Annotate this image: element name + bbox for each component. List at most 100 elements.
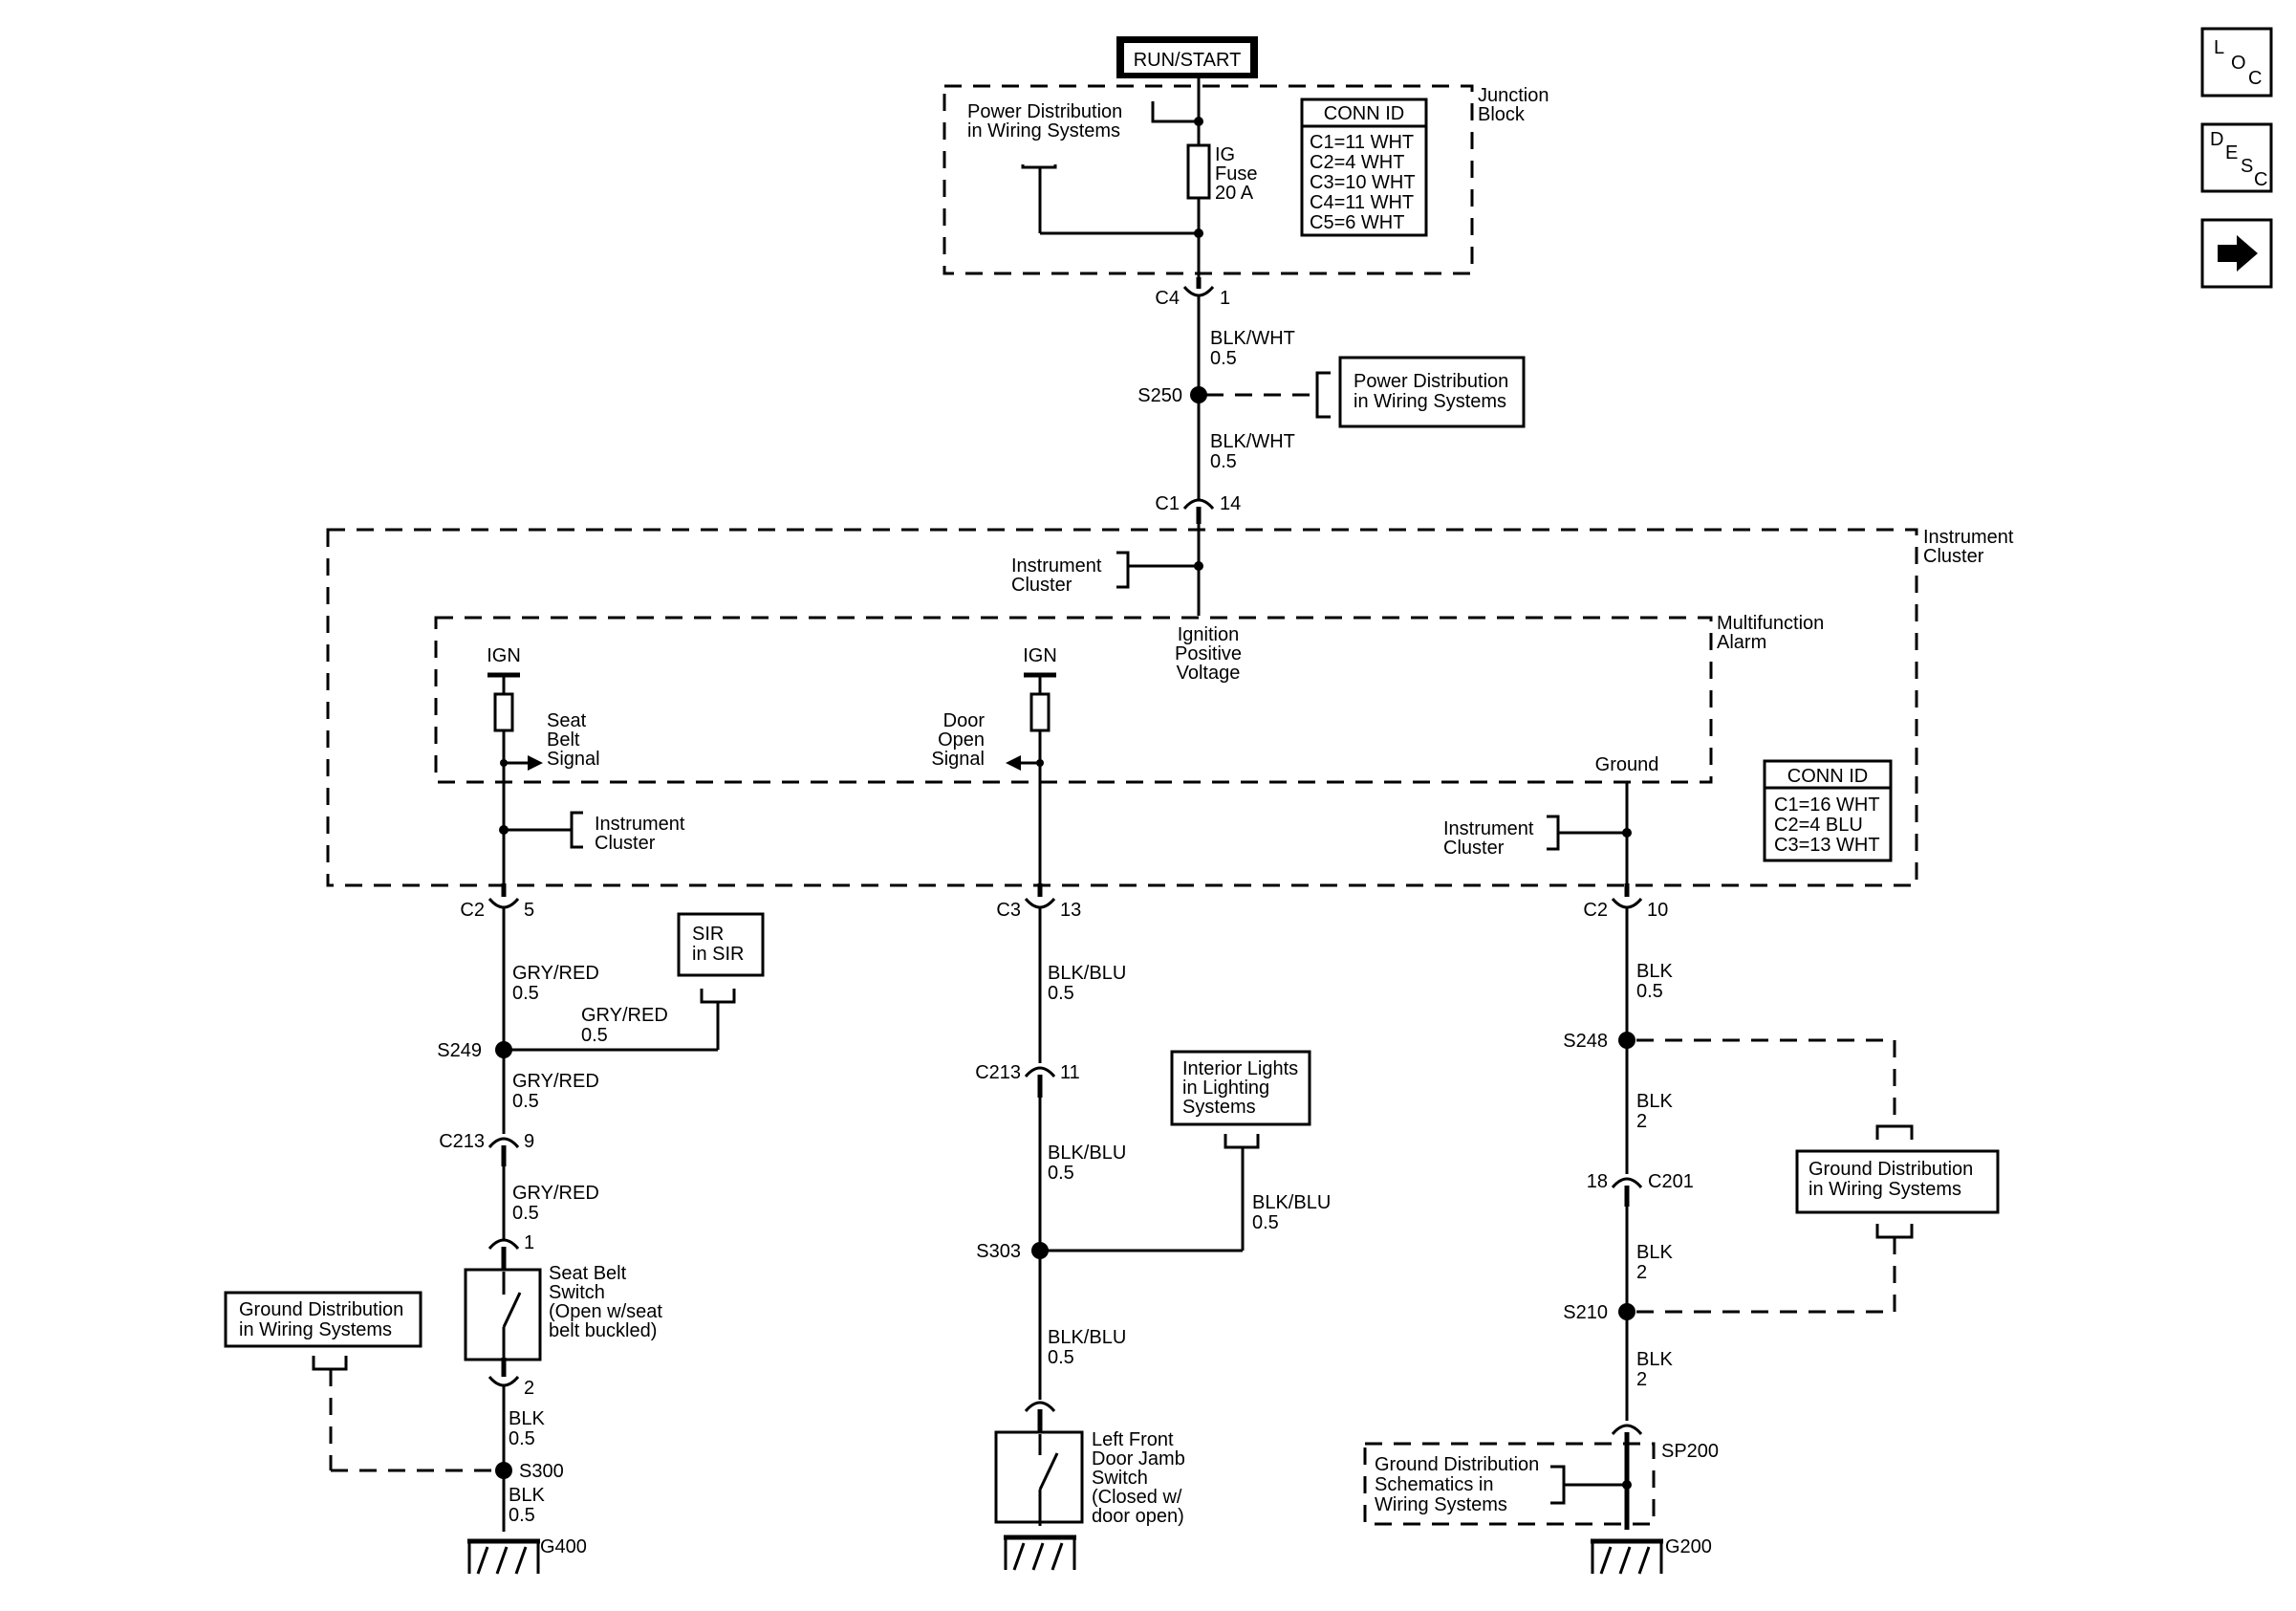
power-distribution-ref[interactable]: Power Distribution bbox=[967, 101, 1122, 122]
wire-size: 0.5 bbox=[1048, 1347, 1074, 1368]
instrument-cluster-ref-right-2[interactable]: Cluster bbox=[1443, 838, 1505, 859]
splice-s300 bbox=[495, 1462, 512, 1479]
power-distribution-ref-2[interactable]: in Wiring Systems bbox=[967, 120, 1120, 142]
wire-color: BLK/BLU bbox=[1048, 963, 1126, 984]
jb-conn-id-title: CONN ID bbox=[1324, 103, 1404, 124]
g400-label: G400 bbox=[540, 1536, 587, 1557]
c2-label: C2 bbox=[460, 900, 485, 921]
location-button[interactable]: L O C bbox=[2200, 27, 2273, 98]
jb-conn-id-row: C2=4 WHT bbox=[1310, 152, 1404, 173]
ic-conn-id-row: C2=4 BLU bbox=[1774, 815, 1863, 836]
s248-label: S248 bbox=[1563, 1031, 1608, 1052]
wire-color: BLK bbox=[509, 1485, 545, 1506]
junction-block-label-2: Block bbox=[1478, 104, 1526, 125]
wire-color: BLK bbox=[1636, 1091, 1673, 1112]
door-open-signal-arrow-icon bbox=[1006, 755, 1021, 771]
wire-color: GRY/RED bbox=[512, 1071, 599, 1092]
connector-c2-pin10 bbox=[1611, 898, 1643, 909]
connector-c3-pin13 bbox=[1024, 898, 1056, 909]
instrument-cluster-boundary bbox=[326, 528, 1918, 887]
svg-text:L: L bbox=[2214, 37, 2224, 58]
door-open-signal-label-2: Open bbox=[938, 729, 985, 751]
seat-belt-switch-label-3: (Open w/seat bbox=[549, 1301, 662, 1322]
s250-power-distribution-ref[interactable] bbox=[1338, 356, 1526, 428]
interior-lights-ref-text: Interior Lights bbox=[1182, 1058, 1298, 1079]
c4-label: C4 bbox=[1155, 288, 1180, 309]
seat-belt-signal-label-3: Signal bbox=[547, 749, 600, 770]
multifunction-alarm-boundary bbox=[434, 616, 1713, 784]
right-ground-distribution-ref[interactable] bbox=[1795, 1149, 2000, 1214]
s250-label: S250 bbox=[1137, 385, 1182, 406]
sir-ref[interactable] bbox=[677, 912, 765, 977]
instrument-cluster-ref-left-2[interactable]: Cluster bbox=[595, 833, 656, 854]
ic-conn-id-row: C1=16 WHT bbox=[1774, 795, 1880, 816]
wire-color: BLK/WHT bbox=[1210, 431, 1295, 452]
switch-pin-bottom: 2 bbox=[524, 1378, 534, 1399]
multifunction-alarm: Multifunction Alarm Ignition Positive Vo… bbox=[434, 613, 1824, 889]
ignition-voltage-label: Ignition bbox=[1178, 624, 1240, 645]
wire-size: 2 bbox=[1636, 1111, 1647, 1132]
next-page-button[interactable] bbox=[2200, 218, 2273, 289]
door-open-signal-label-3: Signal bbox=[931, 749, 985, 770]
c201-label: C201 bbox=[1648, 1171, 1694, 1192]
location-icon[interactable] bbox=[2200, 27, 2273, 98]
connector-c201 bbox=[1611, 1177, 1643, 1188]
c201-pin: 18 bbox=[1587, 1171, 1608, 1192]
instrument-cluster-ref-top[interactable]: Instrument bbox=[1011, 555, 1102, 577]
connector-c213-pin11 bbox=[1024, 1066, 1056, 1078]
instrument-cluster-ref-top-2[interactable]: Cluster bbox=[1011, 575, 1072, 596]
ground-schematics-ref[interactable]: Ground Distribution bbox=[1375, 1454, 1539, 1475]
c4-pin: 1 bbox=[1220, 288, 1230, 309]
splice-s249 bbox=[495, 1041, 512, 1058]
instrument-cluster-ref-left[interactable]: Instrument bbox=[595, 814, 685, 835]
wire-color: GRY/RED bbox=[512, 963, 599, 984]
jb-conn-id-row: C5=6 WHT bbox=[1310, 212, 1404, 233]
wire-color: BLK/BLU bbox=[1252, 1192, 1331, 1213]
connector-c2-pin5 bbox=[487, 898, 520, 909]
svg-text:C: C bbox=[2254, 169, 2267, 190]
junction-block-label: Junction bbox=[1478, 85, 1549, 106]
door-jamb-switch-label-3: Switch bbox=[1092, 1468, 1148, 1489]
wire-size: 0.5 bbox=[1210, 348, 1237, 369]
instrument-cluster-ref-right[interactable]: Instrument bbox=[1443, 818, 1534, 839]
left-ground-distribution-ref[interactable] bbox=[224, 1291, 422, 1348]
ic-conn-id-table bbox=[1763, 759, 1893, 862]
door-jamb-switch-label-4: (Closed w/ bbox=[1092, 1487, 1182, 1508]
splice-pack-sp200 bbox=[1611, 1424, 1643, 1435]
description-icon[interactable] bbox=[2200, 122, 2273, 193]
run-start-power-source: RUN/START bbox=[1116, 36, 1258, 78]
left-circuit-seat-belt: C2 5 GRY/RED 0.5 SIR in SIR GRY/RED 0.5 … bbox=[224, 883, 765, 1575]
ground-schematics-ref-3[interactable]: Wiring Systems bbox=[1375, 1494, 1507, 1515]
door-jamb-ground-icon bbox=[1004, 1535, 1076, 1571]
c213-label: C213 bbox=[439, 1131, 485, 1152]
svg-text:O: O bbox=[2231, 53, 2246, 74]
c1-pin: 14 bbox=[1220, 493, 1241, 514]
wire-size: 0.5 bbox=[1636, 981, 1663, 1002]
junction-block-boundary bbox=[942, 84, 1474, 275]
seat-belt-switch-label-4: belt buckled) bbox=[549, 1320, 657, 1341]
c2-label: C2 bbox=[1583, 900, 1608, 921]
left-ground-ref-text: Ground Distribution bbox=[239, 1299, 403, 1320]
wire-color: BLK/BLU bbox=[1048, 1143, 1126, 1164]
door-open-signal-label: Door bbox=[943, 710, 986, 731]
ign-mid-label: IGN bbox=[1023, 645, 1057, 666]
interior-lights-ref[interactable] bbox=[1170, 1050, 1311, 1126]
seat-belt-resistor-icon bbox=[493, 692, 514, 732]
s303-label: S303 bbox=[976, 1241, 1021, 1262]
wire-size: 0.5 bbox=[509, 1428, 535, 1449]
fuse-label: IG bbox=[1215, 144, 1235, 165]
wire-size: 0.5 bbox=[1210, 451, 1237, 472]
ground-schematics-ref-2[interactable]: Schematics in bbox=[1375, 1474, 1494, 1495]
jb-conn-id-row: C1=11 WHT bbox=[1310, 132, 1414, 153]
description-button[interactable]: D E S C bbox=[2200, 122, 2273, 193]
sir-ref-text: SIR bbox=[692, 924, 724, 945]
s250-ref-text: Power Distribution bbox=[1354, 371, 1508, 392]
wire-size: 2 bbox=[1636, 1369, 1647, 1390]
c2-pin: 5 bbox=[524, 900, 534, 921]
connector-c4 bbox=[1182, 286, 1215, 297]
jb-conn-id-table bbox=[1300, 98, 1428, 237]
jb-conn-id-row: C4=11 WHT bbox=[1310, 192, 1414, 213]
wire-size: 0.5 bbox=[512, 983, 539, 1004]
svg-text:D: D bbox=[2210, 129, 2223, 150]
